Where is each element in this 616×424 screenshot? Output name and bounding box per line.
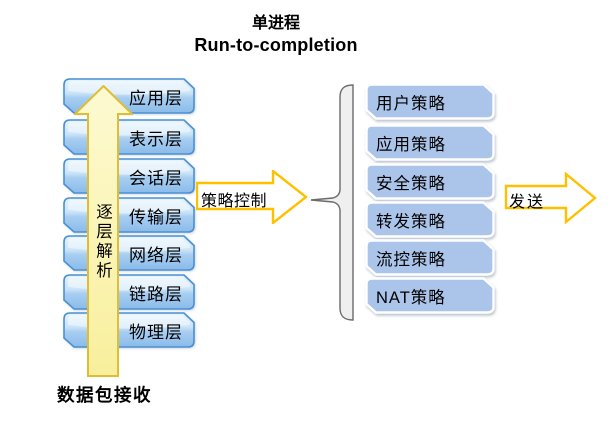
policy-label: 安全策略 bbox=[376, 174, 446, 193]
layer-box-physical: 物理层 bbox=[63, 312, 195, 348]
policy-box-forwarding: 转发策略 bbox=[365, 201, 495, 238]
layer-label: 物理层 bbox=[129, 322, 183, 342]
policy-label: 转发策略 bbox=[376, 212, 446, 231]
layer-box-network: 网络层 bbox=[63, 235, 195, 271]
policy-box-security: 安全策略 bbox=[365, 163, 495, 200]
layer-label: 传输层 bbox=[129, 207, 183, 227]
layer-label: 链路层 bbox=[129, 284, 183, 304]
policy-control-label: 策略控制 bbox=[201, 193, 268, 210]
layer-box-application: 应用层 bbox=[63, 78, 195, 114]
title-english: Run-to-completion bbox=[194, 35, 358, 55]
packet-receive-label: 数据包接收 bbox=[57, 385, 152, 405]
policy-label: 流控策略 bbox=[376, 250, 446, 269]
policy-box-application: 应用策略 bbox=[365, 124, 495, 161]
send-arrow-icon bbox=[504, 172, 597, 224]
layer-box-transport: 传输层 bbox=[63, 197, 195, 233]
layer-label: 表示层 bbox=[129, 129, 183, 149]
policy-label: 用户策略 bbox=[376, 94, 446, 113]
layer-box-link: 链路层 bbox=[63, 274, 195, 310]
policy-control-arrow-icon bbox=[196, 170, 308, 224]
up-arrow-label: 逐层解析 bbox=[93, 203, 112, 281]
policy-box-flowcontrol: 流控策略 bbox=[365, 239, 495, 276]
policy-box-nat: NAT策略 bbox=[365, 277, 495, 314]
up-arrow-icon bbox=[74, 85, 133, 377]
title-chinese: 单进程 bbox=[251, 15, 300, 32]
brace-icon bbox=[310, 84, 354, 321]
layer-label: 会话层 bbox=[129, 168, 183, 188]
layer-label: 应用层 bbox=[129, 88, 183, 108]
send-label: 发送 bbox=[509, 194, 546, 211]
policy-label: 应用策略 bbox=[376, 135, 446, 154]
layer-box-session: 会话层 bbox=[63, 158, 195, 194]
policy-box-user: 用户策略 bbox=[365, 83, 495, 120]
diagram-title: 单进程 Run-to-completion bbox=[126, 14, 426, 57]
layer-label: 网络层 bbox=[129, 245, 183, 265]
policy-label: NAT策略 bbox=[376, 288, 446, 307]
layer-box-presentation: 表示层 bbox=[63, 119, 195, 155]
